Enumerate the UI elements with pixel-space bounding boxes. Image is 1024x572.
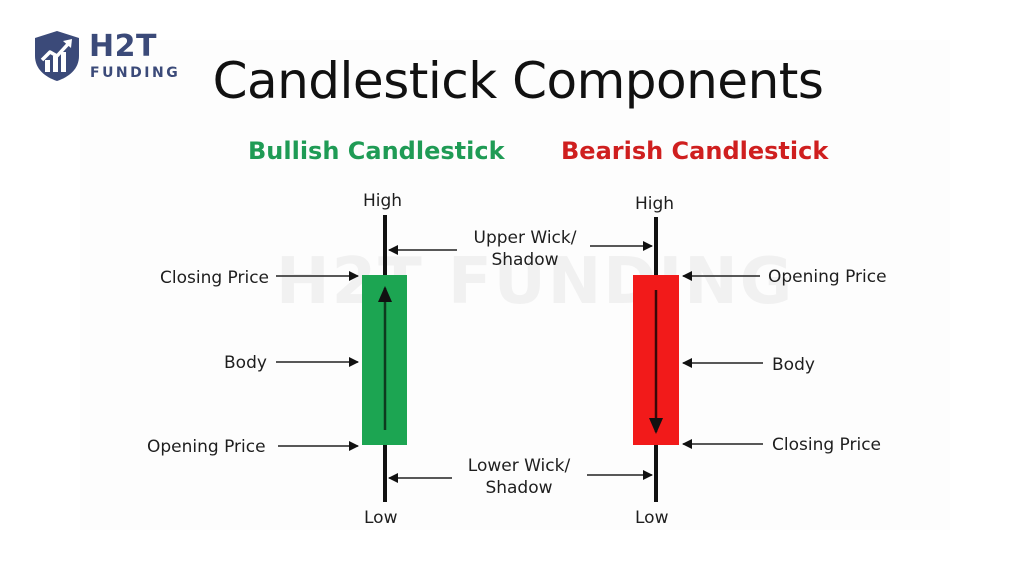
shield-chart-icon xyxy=(35,31,79,81)
bearish-high-label: High xyxy=(635,194,675,214)
bullish-high-label: High xyxy=(363,191,403,211)
bearish-candle xyxy=(633,217,679,502)
brand-name: H2T xyxy=(89,29,157,64)
lower-wick-label: Lower Wick/ Shadow xyxy=(467,456,571,498)
bullish-heading: Bullish Candlestick xyxy=(248,137,505,165)
brand-logo: H2T FUNDING xyxy=(33,30,183,86)
bearish-closing-price-label: Closing Price xyxy=(772,435,882,455)
bullish-low-label: Low xyxy=(364,508,398,528)
upper-wick-label: Upper Wick/ Shadow xyxy=(473,228,577,270)
brand-subname: FUNDING xyxy=(90,65,181,81)
bullish-candle xyxy=(362,215,407,502)
bearish-low-label: Low xyxy=(635,508,669,528)
bullish-closing-price-label: Closing Price xyxy=(160,268,270,288)
bullish-body-label: Body xyxy=(224,353,267,373)
bearish-opening-price-label: Opening Price xyxy=(768,267,887,287)
page-title: Candlestick Components xyxy=(212,52,824,110)
bullish-opening-price-label: Opening Price xyxy=(147,437,266,457)
bearish-body-label: Body xyxy=(772,355,815,375)
bearish-heading: Bearish Candlestick xyxy=(561,137,829,165)
diagram-panel xyxy=(80,40,950,530)
